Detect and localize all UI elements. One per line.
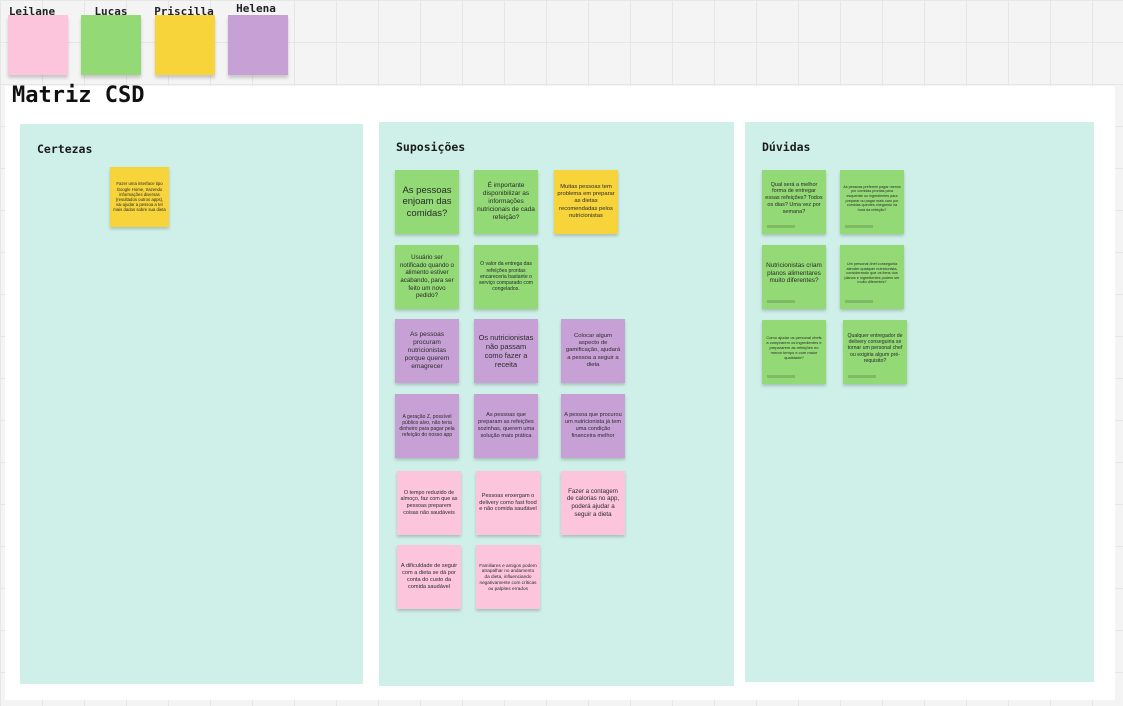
frame-title-duvidas: Dúvidas <box>762 140 811 154</box>
board-title: Matriz CSD <box>12 83 145 108</box>
sticky-note[interactable]: É importante disponibilizar as informaçõ… <box>474 170 538 234</box>
sticky-note[interactable]: As pessoas preferem pagar menos por comi… <box>840 170 904 234</box>
sticky-note[interactable]: Usuário ser notificado quando o alimento… <box>395 245 459 309</box>
legend-color-lucas[interactable] <box>81 15 141 75</box>
sticky-note[interactable]: Fazer uma interface tipo Google Home, tr… <box>110 167 169 227</box>
sticky-note[interactable]: Qual será a melhor forma de entregar ess… <box>762 170 826 234</box>
sticky-note[interactable]: Fazer a contagem de calorias no app, pod… <box>561 471 625 535</box>
sticky-note[interactable]: Nutricionistas criam planos alimentares … <box>762 245 826 309</box>
sticky-note[interactable]: Familiares e amigos podem atrapalhar no … <box>476 545 540 609</box>
author-bar <box>845 225 873 228</box>
legend-color-priscilla[interactable] <box>155 15 215 75</box>
sticky-note[interactable]: Um personal chef conseguiria atender qua… <box>840 245 904 309</box>
sticky-note-text: Um personal chef conseguiria atender qua… <box>844 261 900 285</box>
sticky-note[interactable]: O tempo reduzido de almoço, faz com que … <box>397 471 461 535</box>
sticky-note[interactable]: O valor da entrega das refeições prontas… <box>474 245 538 309</box>
sticky-note[interactable]: As pessoas que preparam as refeições soz… <box>474 394 538 458</box>
author-bar <box>767 375 795 378</box>
sticky-note[interactable]: Pessoas enxergam o delivery como fast fo… <box>476 471 540 535</box>
legend-name-leilane: Leilane <box>8 5 56 18</box>
sticky-note[interactable]: A dificuldade de seguir com a dieta se d… <box>397 545 461 609</box>
author-bar <box>767 225 795 228</box>
author-bar <box>767 300 795 303</box>
frame-suposicoes[interactable]: Suposições As pessoas enjoam das comidas… <box>379 122 734 686</box>
sticky-note[interactable]: As pessoas enjoam das comidas? <box>395 170 459 234</box>
sticky-note-text: Qual será a melhor forma de entregar ess… <box>765 181 823 215</box>
sticky-note[interactable]: A pessoa que procurou um nutricionista j… <box>561 394 625 458</box>
sticky-note-text: Qualquer entregador de delivery consegui… <box>847 332 903 365</box>
author-bar <box>845 300 873 303</box>
sticky-note[interactable]: Muitas pessoas tem problema em preparar … <box>554 170 618 234</box>
frame-certezas[interactable]: Certezas Fazer uma interface tipo Google… <box>20 124 363 684</box>
sticky-note[interactable]: As pessoas procuram nutricionistas porqu… <box>395 319 459 383</box>
author-bar <box>848 375 876 378</box>
legend-name-lucas: Lucas <box>94 5 128 18</box>
frame-title-suposicoes: Suposições <box>396 140 466 154</box>
frame-duvidas[interactable]: Dúvidas Qual será a melhor forma de entr… <box>745 122 1094 682</box>
frame-title-certezas: Certezas <box>37 142 93 156</box>
sticky-note-text: Como ajudar os personal chefs a comprare… <box>766 335 822 360</box>
sticky-note[interactable]: Os nutricionistas não passam como fazer … <box>474 319 538 383</box>
sticky-note[interactable]: Qualquer entregador de delivery consegui… <box>843 320 907 384</box>
sticky-note-text: Nutricionistas criam planos alimentares … <box>766 261 822 285</box>
legend-color-helena[interactable] <box>228 15 288 75</box>
sticky-note[interactable]: Colocar algum aspecto de gamificação, aj… <box>561 319 625 383</box>
legend-name-helena: Helena <box>236 2 276 15</box>
sticky-note[interactable]: A geração Z, possível público alvo, não … <box>395 394 459 458</box>
legend-name-priscilla: Priscilla <box>154 5 214 18</box>
sticky-note-text: As pessoas preferem pagar menos por comi… <box>843 184 901 212</box>
legend-color-leilane[interactable] <box>8 15 68 75</box>
sticky-note[interactable]: Como ajudar os personal chefs a comprare… <box>762 320 826 384</box>
